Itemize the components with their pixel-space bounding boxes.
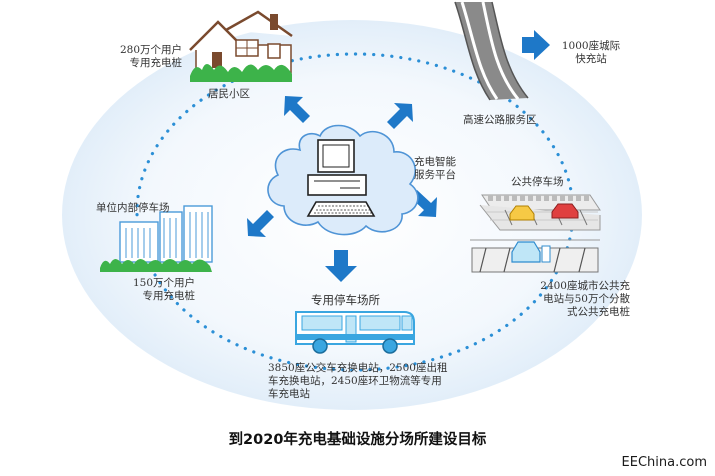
highway-place-label: 高速公路服务区	[463, 114, 537, 126]
workplace-count-line2: 专用充电桩	[142, 290, 196, 302]
residential-count-line1: 280万个用户	[119, 44, 182, 56]
arrow-to-highway-icon	[387, 103, 413, 129]
residential-place-label: 居民小区	[208, 88, 250, 100]
intercity-arrow-icon	[522, 30, 550, 60]
arrow-to-bus-depot-icon	[325, 250, 357, 282]
highway-target-label: 1000座城际 快充站	[551, 40, 631, 66]
workplace-count-label: 150万个用户 专用充电桩	[133, 277, 195, 303]
highway-target-line1: 1000座城际	[561, 40, 621, 52]
bus-icon	[295, 311, 415, 354]
arrow-to-workplace-icon	[247, 210, 274, 237]
computer-icon	[306, 139, 376, 217]
diagram-title: 到2020年充电基础设施分场所建设目标	[228, 432, 487, 448]
house-icon	[189, 10, 293, 74]
workplace-place-label: 单位内部停车场	[96, 202, 170, 214]
residential-count-line2: 专用充电桩	[129, 57, 183, 69]
public-parking-place-label: 公共停车场	[511, 176, 564, 188]
platform-label: 充电智能 服务平台	[414, 156, 456, 182]
office-building-icon	[119, 205, 213, 263]
watermark: EEChina.com	[621, 455, 707, 470]
bus-depot-target-label: 3850座公交车充换电站，2500座出租 车充换电站，2450座环卫物流等专用 …	[268, 362, 447, 401]
platform-label-line1: 充电智能	[414, 156, 456, 168]
public-parking-target-line2: 电站与50万个分散	[543, 293, 630, 305]
bus-depot-place-label: 专用停车场所	[311, 293, 380, 307]
highway-target-line2: 快充站	[575, 53, 607, 65]
platform-label-line2: 服务平台	[414, 169, 456, 181]
bus-depot-target-line2: 车充换电站，2450座环卫物流等专用	[268, 375, 442, 387]
yellow-car-icon	[509, 205, 535, 221]
public-parking-target-line3: 式公共充电桩	[567, 306, 630, 318]
arrow-to-residential-icon	[284, 96, 310, 123]
red-car-icon	[551, 203, 579, 219]
bus-depot-target-line3: 车充电站	[268, 388, 310, 400]
residential-count-label: 280万个用户 专用充电桩	[120, 44, 182, 70]
public-parking-target-line1: 2400座城市公共充	[540, 280, 630, 292]
charging-car-icon	[511, 241, 551, 263]
public-parking-target-label: 2400座城市公共充 电站与50万个分散 式公共充电桩	[540, 280, 630, 319]
highway-road-icon	[454, 1, 529, 101]
workplace-count-line1: 150万个用户	[132, 277, 195, 289]
workplace-grass-icon	[100, 259, 212, 272]
bus-depot-target-line1: 3850座公交车充换电站，2500座出租	[268, 362, 448, 374]
grass-icon	[190, 64, 292, 82]
public-parking-canopy-icon	[479, 194, 601, 231]
